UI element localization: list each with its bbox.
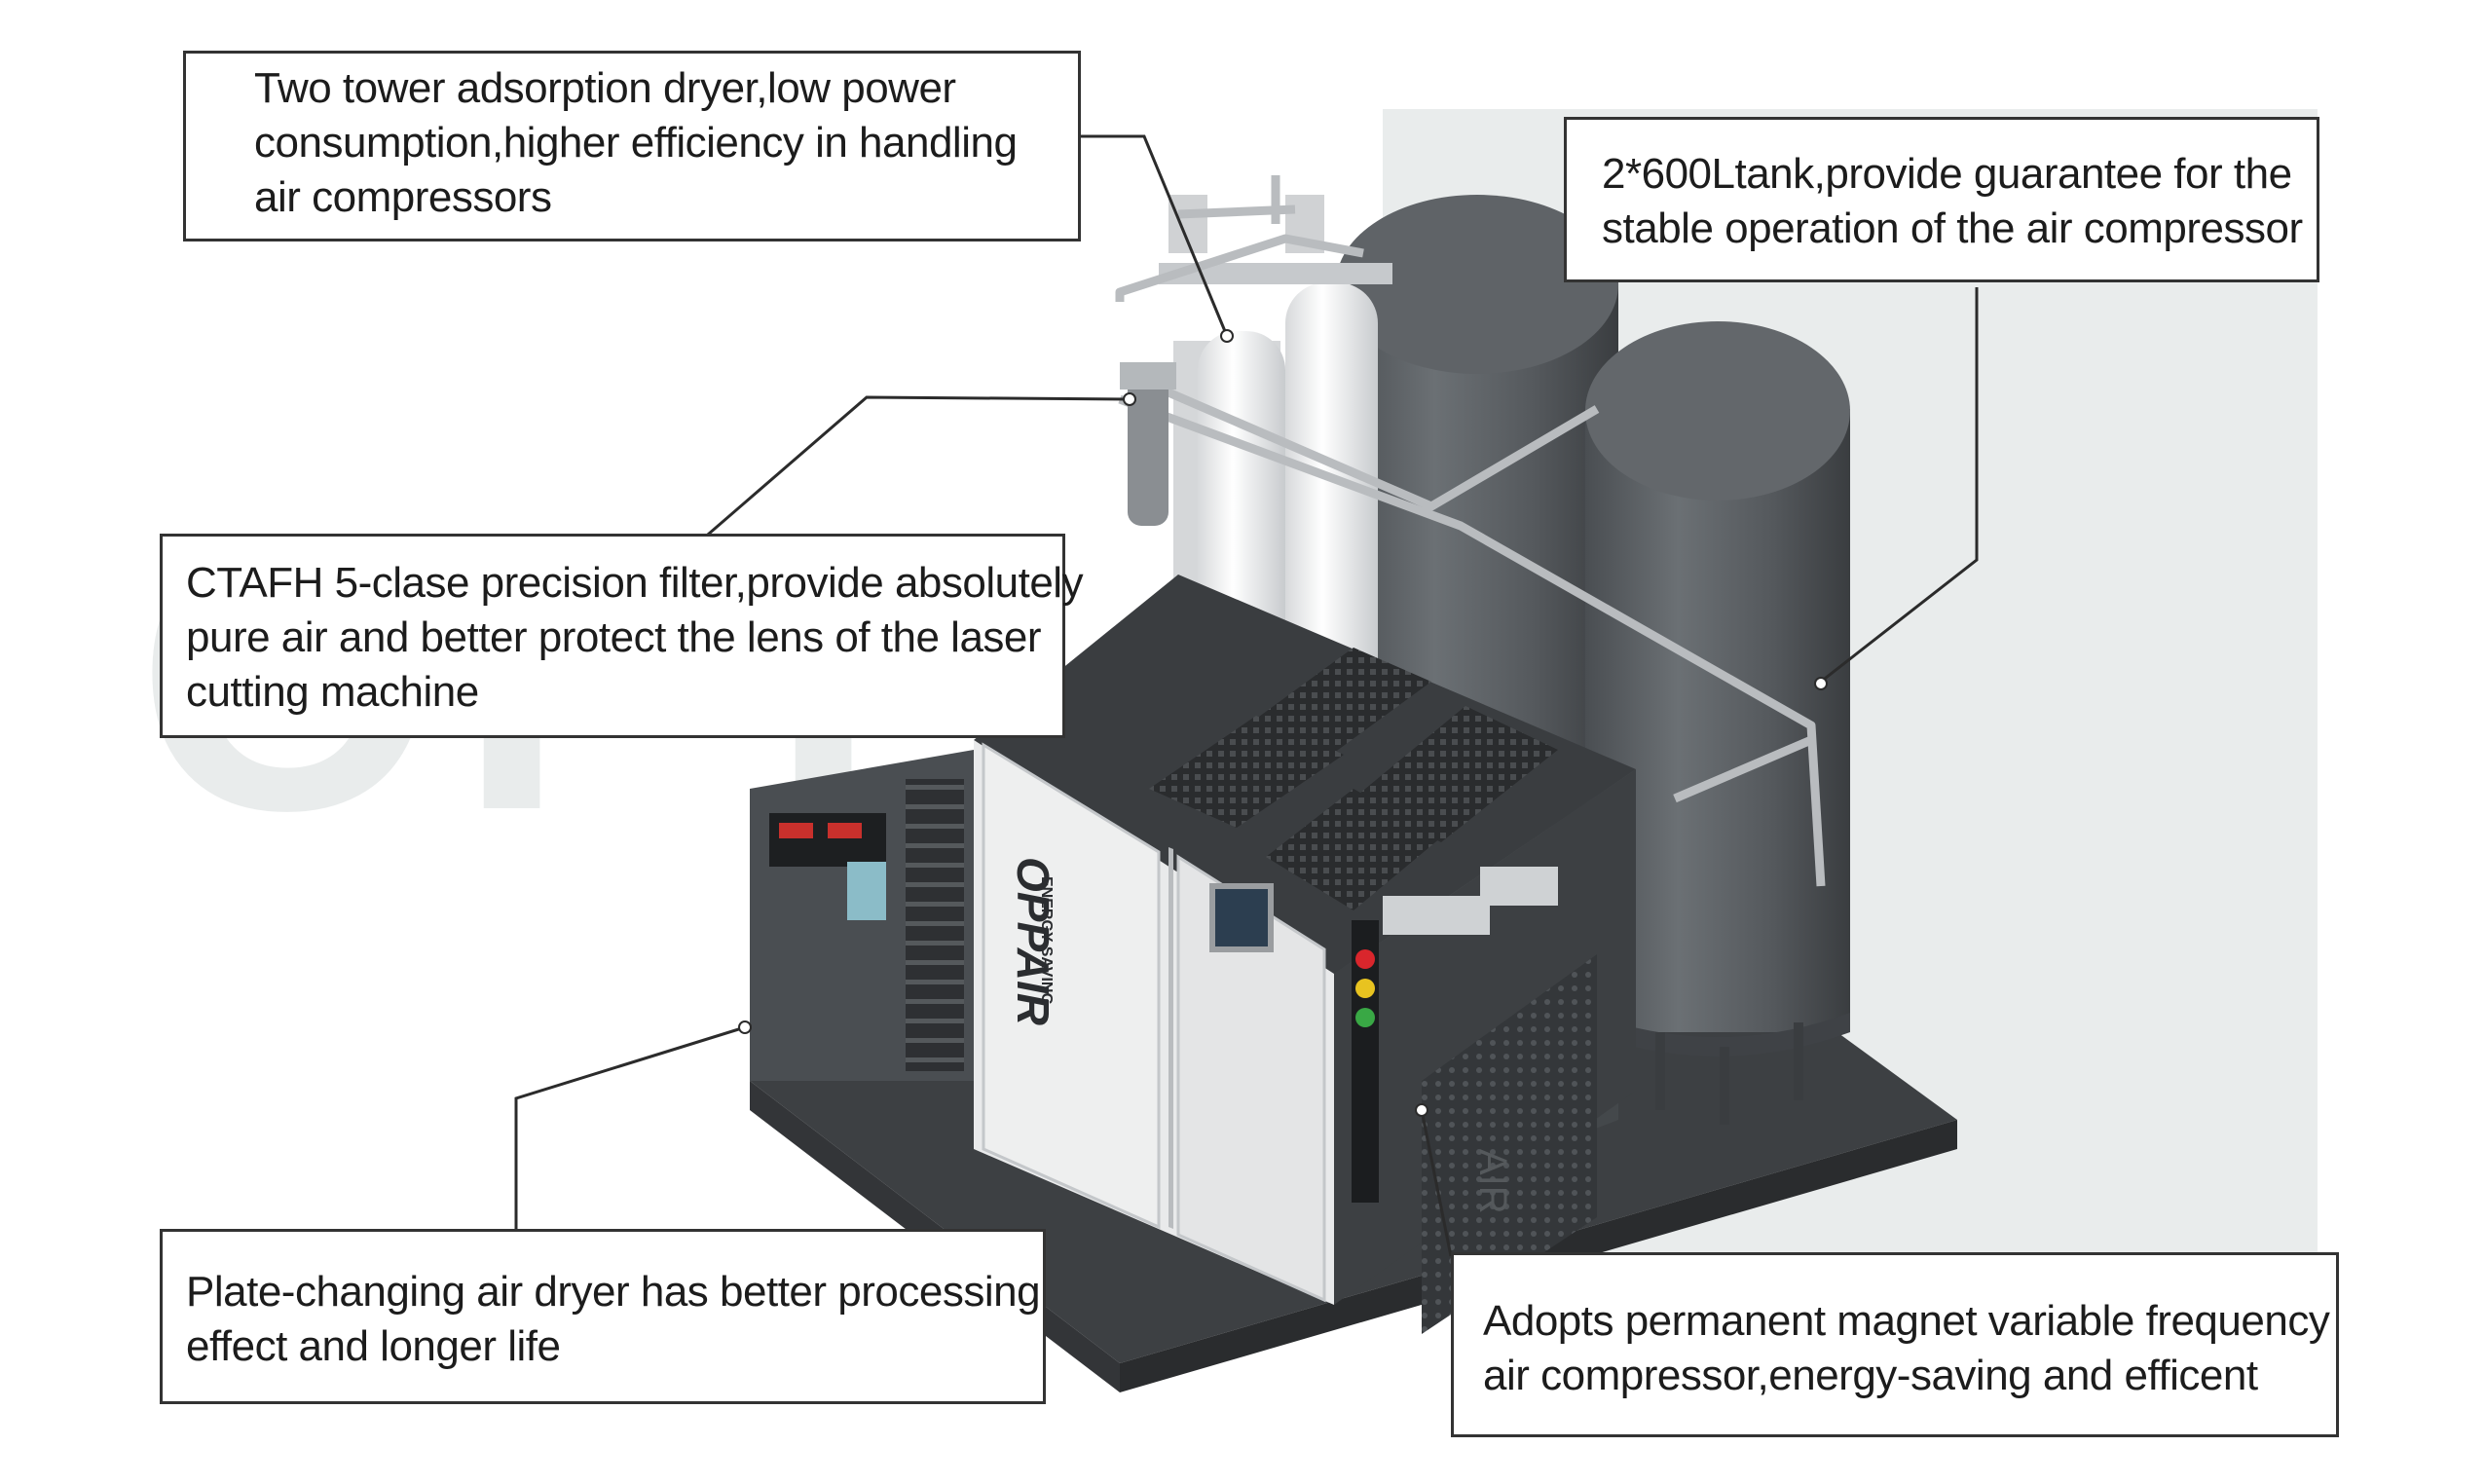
- callout-line: Plate-changing air dryer has better proc…: [186, 1268, 1041, 1316]
- leader-dots: [738, 329, 1828, 1117]
- machine-tagline: ENERGY SAVING: [1038, 876, 1055, 1005]
- indicator-red: [1355, 949, 1375, 969]
- callout-line: Adopts permanent magnet variable frequen…: [1483, 1297, 2330, 1345]
- callout-line: stable operation of the air compressor: [1602, 204, 2303, 252]
- callout-air-tank: 2*600Ltank,provide guarantee for the sta…: [1564, 117, 2319, 282]
- callout-line: Two tower adsorption dryer,low power: [254, 64, 956, 112]
- callout-air-compressor: Adopts permanent magnet variable frequen…: [1451, 1252, 2339, 1437]
- piping: [1115, 175, 1826, 887]
- callout-line: pure air and better protect the lens of …: [186, 613, 1042, 661]
- side-grille-text: AIR: [1471, 1149, 1514, 1214]
- callout-line: consumption,higher efficiency in handlin…: [254, 119, 1018, 167]
- indicator-yellow: [1355, 979, 1375, 998]
- callout-precision-filter: CTAFH 5-clase precision filter,provide a…: [160, 534, 1084, 738]
- callout-line: air compressor,energy-saving and efficen…: [1483, 1352, 2258, 1399]
- callout-air-dryer: Plate-changing air dryer has better proc…: [160, 1229, 1046, 1404]
- callout-line: effect and longer life: [186, 1322, 561, 1370]
- indicator-green: [1355, 1008, 1375, 1027]
- callout-line: cutting machine: [186, 668, 479, 716]
- precision-filter: [1120, 362, 1176, 526]
- air-compressor-cabinet: OPPAIR ENERGY SAVING AIR: [974, 575, 1636, 1334]
- callout-line: CTAFH 5-clase precision filter,provide a…: [186, 559, 1084, 607]
- watermark-letter: R: [1850, 456, 2132, 891]
- machine-logo: OPPAIR: [1008, 857, 1058, 1025]
- callout-line: 2*600Ltank,provide guarantee for the: [1602, 150, 2292, 198]
- callout-adsorption-dryer: Two tower adsorption dryer,low power con…: [183, 51, 1081, 241]
- leader-lines: [514, 134, 1979, 1257]
- callout-line: air compressors: [254, 173, 552, 221]
